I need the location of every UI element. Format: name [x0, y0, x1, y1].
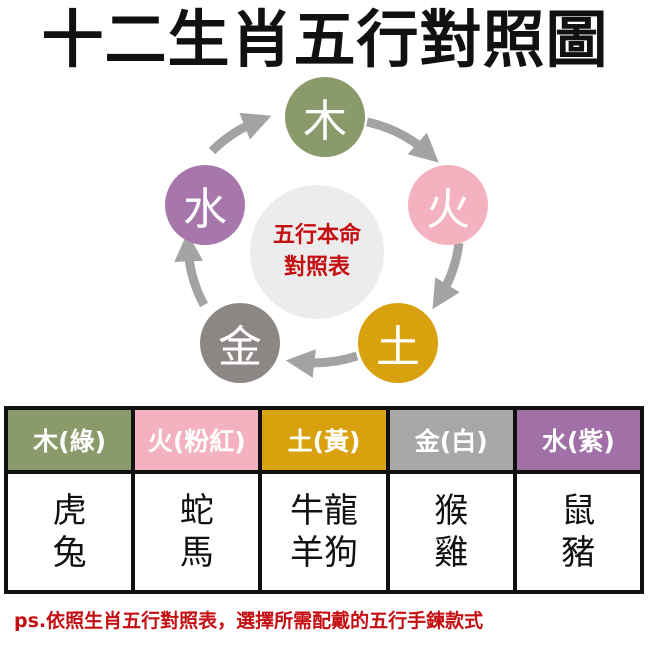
arrow-wood-to-fire — [365, 117, 439, 163]
cycle-arrows — [174, 112, 464, 378]
center-text-line1: 五行本命 — [272, 223, 361, 248]
animal-label: 蛇 — [179, 491, 214, 531]
node-metal: 金 — [200, 303, 280, 383]
five-elements-cycle: 五行本命 對照表 木 火 土 金 水 — [150, 75, 500, 395]
animal-label: 兔 — [52, 533, 87, 573]
arrow-metal-to-water — [174, 232, 209, 308]
header-fire: 火(粉紅) — [135, 410, 259, 470]
arrow-fire-to-earth — [432, 242, 464, 310]
center-text-line2: 對照表 — [283, 255, 350, 280]
animal-label: 猴 — [434, 491, 469, 531]
arrow-water-to-wood — [208, 112, 272, 155]
arrow-earth-to-metal — [285, 349, 359, 378]
animals-water: 鼠 豬 — [516, 474, 640, 590]
node-earth: 土 — [358, 303, 438, 383]
footnote: ps.依照生肖五行對照表，選擇所需配戴的五行手鍊款式 — [14, 610, 484, 632]
node-water: 水 — [165, 165, 245, 245]
zodiac-element-table: 木(綠) 火(粉紅) 土(黃) 金(白) 水(紫) 虎 兔 蛇 馬 牛龍 羊狗 … — [4, 406, 644, 594]
header-metal: 金(白) — [389, 410, 513, 470]
animal-label: 豬 — [561, 533, 596, 573]
page-title: 十二生肖五行對照圖 — [41, 3, 609, 76]
animal-label: 牛龍 — [289, 491, 358, 531]
animal-label: 羊狗 — [289, 533, 358, 573]
animals-wood: 虎 兔 — [8, 474, 132, 590]
animals-earth: 牛龍 羊狗 — [262, 474, 386, 590]
animal-label: 雞 — [434, 533, 469, 573]
animal-label: 馬 — [179, 533, 214, 573]
animal-label: 鼠 — [561, 491, 596, 531]
center-circle: 五行本命 對照表 — [250, 185, 384, 319]
animals-metal: 猴 雞 — [389, 474, 513, 590]
animals-fire: 蛇 馬 — [135, 474, 259, 590]
node-fire: 火 — [408, 165, 488, 245]
header-water: 水(紫) — [516, 410, 640, 470]
header-wood: 木(綠) — [8, 410, 132, 470]
animal-label: 虎 — [52, 491, 87, 531]
header-earth: 土(黃) — [262, 410, 386, 470]
node-wood: 木 — [285, 77, 365, 157]
